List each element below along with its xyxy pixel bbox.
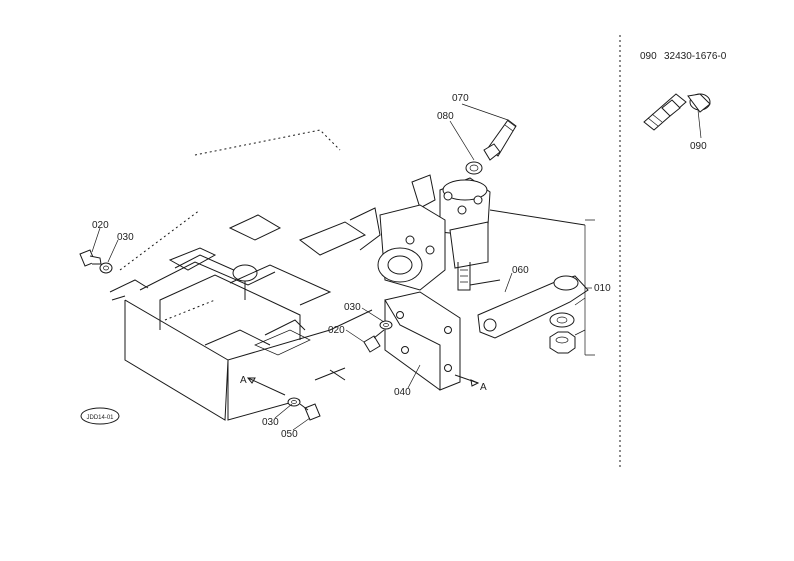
callout-090: 090 <box>690 141 707 152</box>
washer-030-left <box>99 262 113 274</box>
callout-020-center: 020 <box>328 325 345 336</box>
washer-030-center <box>379 320 393 330</box>
bolt-050-bottom <box>299 403 321 421</box>
callout-030-bottom: 030 <box>262 417 279 428</box>
part-080-ring <box>465 161 483 175</box>
bolt-020-left <box>79 249 102 267</box>
reference-a-right: A <box>480 382 487 393</box>
bolt-020-center <box>363 329 385 353</box>
callout-030-center: 030 <box>344 302 361 313</box>
callout-020-left: 020 <box>92 220 109 231</box>
callout-030-left: 030 <box>117 232 134 243</box>
callout-040: 040 <box>394 387 411 398</box>
part-040-bracket <box>384 291 461 391</box>
nut <box>549 331 576 354</box>
drawing-stamp-text: JDD14-01 <box>86 415 114 421</box>
reference-a-left: A <box>240 375 247 386</box>
leader-lines <box>91 103 595 431</box>
drawing-stamp: JDD14-01 <box>80 407 120 425</box>
frame-chassis <box>109 129 381 421</box>
part-060-pitman-arm <box>477 275 589 339</box>
washer-030-bottom <box>287 397 301 407</box>
callout-080: 080 <box>437 111 454 122</box>
callout-050: 050 <box>281 429 298 440</box>
side-part-number: 090 <box>640 51 657 62</box>
side-part-code: 32430-1676-0 <box>664 51 727 62</box>
callout-070: 070 <box>452 93 469 104</box>
callout-060: 060 <box>512 265 529 276</box>
steering-gearbox <box>377 174 586 291</box>
washer <box>549 312 575 328</box>
part-070-shaft <box>483 119 517 161</box>
part-090-kit <box>643 93 711 139</box>
callout-010: 010 <box>594 283 611 294</box>
